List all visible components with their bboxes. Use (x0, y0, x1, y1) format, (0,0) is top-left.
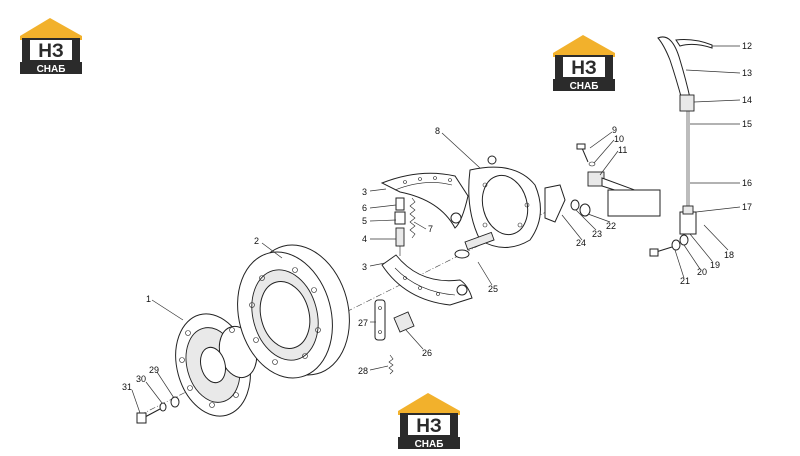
watermark-mark: НЗ (416, 416, 442, 437)
callout-numbers: 1 2 3 3 4 5 6 7 8 9 10 11 12 13 14 15 16… (122, 41, 752, 392)
part-backing-plate (468, 155, 541, 248)
part-adjuster-stack (394, 197, 406, 256)
callout-15: 15 (742, 119, 752, 129)
watermark-word: СНАБ (37, 64, 66, 75)
callout-8: 8 (435, 126, 440, 136)
part-hand-lever (657, 36, 713, 235)
callout-27: 27 (358, 318, 368, 328)
callout-24: 24 (576, 238, 586, 248)
leader-lines (131, 45, 741, 414)
callout-29-label: 29 (149, 365, 159, 375)
watermark-logo-top-left: НЗ СНАБ (20, 18, 82, 75)
callout-23: 23 (592, 229, 602, 239)
callout-5: 5 (362, 216, 367, 226)
callout-2: 2 (254, 236, 259, 246)
callout-1: 1 (146, 294, 151, 304)
part-bolt-washers-right (649, 234, 689, 257)
callout-9: 9 (612, 125, 617, 135)
callout-16: 16 (742, 178, 752, 188)
part-washers (570, 199, 591, 217)
callout-28: 28 (358, 366, 368, 376)
part-lower-hardware (374, 299, 415, 375)
watermark-mark: НЗ (571, 58, 597, 79)
watermark-logo-top-center: НЗ СНАБ (553, 35, 615, 92)
callout-19: 19 (710, 260, 720, 270)
part-hub-flange (175, 313, 258, 417)
part-brake-shoe-lower (381, 254, 473, 306)
callout-20: 20 (697, 267, 707, 277)
callout-14: 14 (742, 95, 752, 105)
callout-31: 31 (122, 382, 132, 392)
part-bolt-washers-left (136, 396, 180, 424)
callout-3a: 3 (362, 187, 367, 197)
callout-11: 11 (618, 145, 627, 155)
part-return-spring (409, 197, 416, 239)
callout-18: 18 (724, 250, 734, 260)
part-brake-drum (237, 244, 350, 379)
callout-13: 13 (742, 68, 752, 78)
callout-30: 30 (136, 374, 146, 384)
callout-7: 7 (428, 224, 433, 234)
watermark-mark: НЗ (38, 41, 64, 62)
callout-17: 17 (742, 202, 752, 212)
callout-6: 6 (362, 203, 367, 213)
callout-21: 21 (680, 276, 690, 286)
watermark-word: СНАБ (570, 81, 599, 92)
watermark-logo-bottom-center: НЗ СНАБ (398, 393, 460, 450)
part-bracket (544, 184, 566, 223)
callout-22: 22 (606, 221, 616, 231)
watermark-word: СНАБ (415, 439, 444, 450)
part-camshaft (454, 231, 495, 259)
callout-12: 12 (742, 41, 752, 51)
callout-4: 4 (362, 234, 367, 244)
callout-3b: 3 (362, 262, 367, 272)
callout-25: 25 (488, 284, 498, 294)
callout-10: 10 (614, 134, 624, 144)
part-lever-assembly (576, 143, 661, 217)
part-brake-shoe-upper (380, 172, 469, 229)
callout-26: 26 (422, 348, 432, 358)
